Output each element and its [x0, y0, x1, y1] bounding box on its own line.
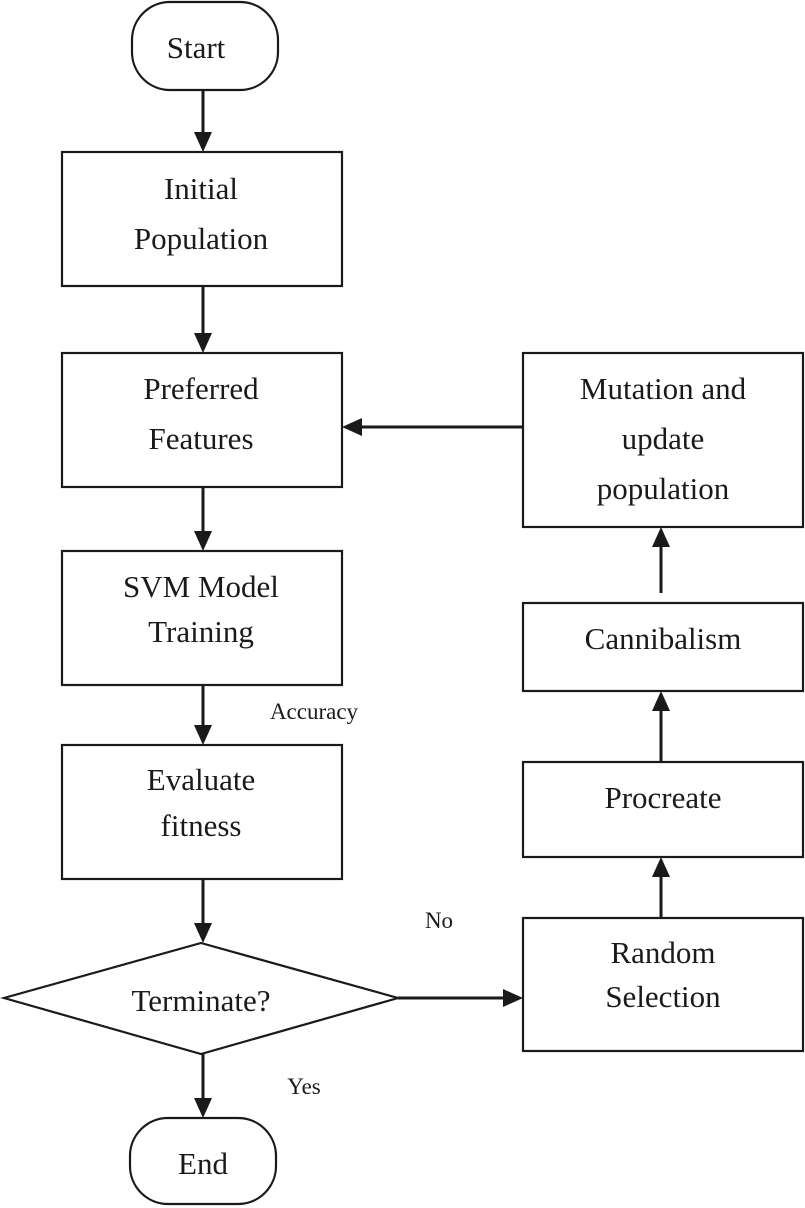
cannibalism-node: Cannibalism: [521, 601, 805, 693]
svm-training-label-line1: SVM Model: [123, 569, 279, 604]
preferred-features-label-line2: Features: [148, 421, 253, 456]
mutation-update-node: Mutation and update population: [521, 351, 805, 529]
edge-procreate-to-cannibalism: [652, 691, 670, 762]
svm-training-node: SVM Model Training: [60, 549, 344, 687]
evaluate-fitness-label-line1: Evaluate: [147, 762, 255, 797]
procreate-label: Procreate: [604, 780, 721, 815]
initial-population-label-line2: Population: [134, 221, 269, 256]
edge-initial-population-to-preferred-features: [194, 286, 212, 353]
end-label: End: [178, 1146, 228, 1181]
edge-cannibalism-to-mutation-update: [652, 527, 670, 593]
start-node: Start: [130, 0, 280, 92]
edge-preferred-features-to-svm-training: [194, 487, 212, 551]
random-selection-node: Random Selection: [521, 916, 805, 1053]
cannibalism-label: Cannibalism: [585, 621, 742, 656]
random-selection-label-line2: Selection: [605, 979, 721, 1014]
mutation-update-label-line3: population: [597, 471, 730, 506]
preferred-features-node: Preferred Features: [60, 351, 344, 489]
evaluate-fitness-label-line2: fitness: [161, 808, 242, 843]
accuracy-edge-label: Accuracy: [270, 699, 359, 724]
initial-population-label-line1: Initial: [164, 171, 238, 206]
edge-evaluate-fitness-to-terminate: [194, 879, 212, 943]
no-edge-label: No: [425, 908, 453, 933]
yes-edge-label: Yes: [287, 1074, 321, 1099]
preferred-features-label-line1: Preferred: [143, 371, 259, 406]
start-label: Start: [167, 30, 226, 65]
procreate-node: Procreate: [521, 760, 805, 859]
edge-terminate-to-end: [194, 1054, 212, 1118]
mutation-update-label-line2: update: [622, 421, 705, 456]
initial-population-node: Initial Population: [60, 150, 344, 288]
terminate-label: Terminate?: [132, 983, 271, 1018]
mutation-update-label-line1: Mutation and: [580, 371, 747, 406]
terminate-decision-node: Terminate?: [0, 941, 403, 1056]
evaluate-fitness-node: Evaluate fitness: [60, 743, 344, 881]
edge-terminate-to-random-selection: [398, 989, 523, 1007]
svm-training-label-line2: Training: [148, 614, 254, 649]
end-node: End: [128, 1116, 278, 1206]
edge-mutation-update-to-preferred-features: [342, 418, 523, 436]
edge-start-to-initial-population: [194, 90, 212, 152]
random-selection-label-line1: Random: [610, 935, 715, 970]
edge-random-selection-to-procreate: [652, 857, 670, 918]
edge-svm-training-to-evaluate-fitness: [194, 685, 212, 745]
